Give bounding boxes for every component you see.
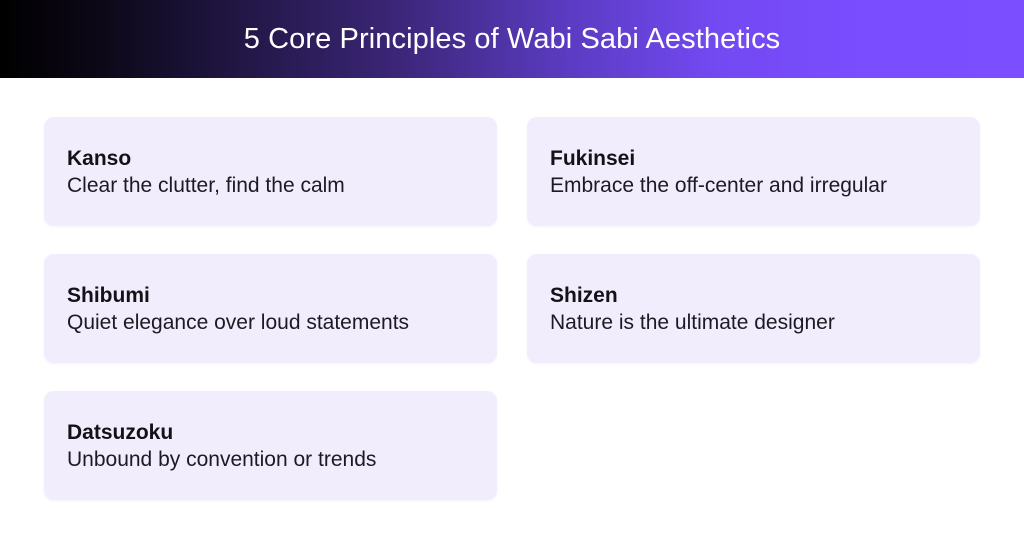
principle-name: Fukinsei: [550, 147, 636, 170]
principle-name: Shibumi: [67, 284, 150, 307]
page-title: 5 Core Principles of Wabi Sabi Aesthetic…: [243, 22, 781, 55]
principle-description: Quiet elegance over loud statements: [67, 311, 410, 334]
principle-name: Kanso: [67, 147, 132, 170]
principle-description: Nature is the ultimate designer: [550, 311, 835, 334]
principle-description: Embrace the off-center and irregular: [550, 174, 887, 197]
header-banner: 5 Core Principles of Wabi Sabi Aesthetic…: [0, 0, 1024, 78]
principle-card-datsuzoku: Datsuzoku Unbound by convention or trend…: [44, 391, 497, 500]
principle-name: Shizen: [550, 284, 618, 307]
principle-description: Unbound by convention or trends: [67, 448, 377, 471]
principle-card-shizen: Shizen Nature is the ultimate designer: [527, 254, 980, 363]
principle-description: Clear the clutter, find the calm: [67, 174, 345, 197]
principle-name: Datsuzoku: [67, 421, 174, 444]
principle-card-shibumi: Shibumi Quiet elegance over loud stateme…: [44, 254, 497, 363]
principle-card-fukinsei: Fukinsei Embrace the off-center and irre…: [527, 117, 980, 226]
principle-card-kanso: Kanso Clear the clutter, find the calm: [44, 117, 497, 226]
